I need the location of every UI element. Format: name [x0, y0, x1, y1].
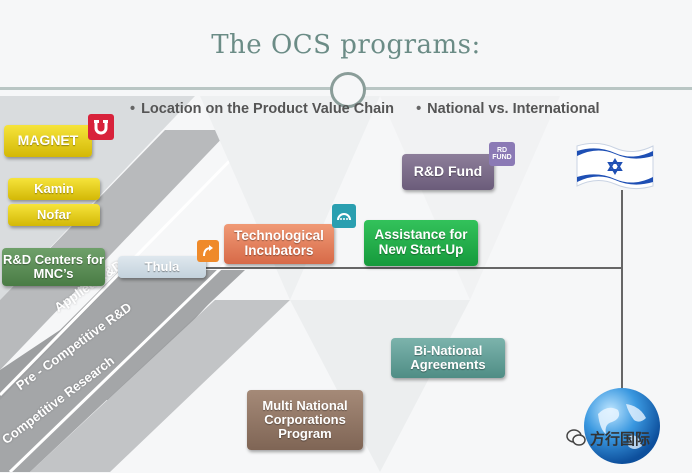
- bullet-national: National vs. International: [416, 101, 600, 117]
- nofar-box[interactable]: Nofar: [8, 204, 100, 226]
- kamin-box[interactable]: Kamin: [8, 178, 100, 200]
- incubator-icon: [332, 204, 356, 228]
- page-title: The OCS programs:: [211, 30, 481, 60]
- rd-fund-box[interactable]: R&D Fund: [402, 154, 494, 190]
- bi-national-box[interactable]: Bi-National Agreements: [391, 338, 505, 378]
- israel-flag-icon: [575, 140, 655, 194]
- competitive-band: [30, 300, 290, 472]
- magnet-box[interactable]: MAGNET: [4, 125, 92, 157]
- top-diagonal-band: [0, 130, 230, 370]
- band-separator: [8, 238, 252, 472]
- bullet-list: Location on the Product Value Chain Nati…: [130, 101, 618, 117]
- bullet-value-chain: Location on the Product Value Chain: [130, 101, 394, 117]
- assistance-startup-box[interactable]: Assistance for New Start-Up: [364, 220, 478, 266]
- technological-incubators-box[interactable]: Technological Incubators: [224, 224, 334, 264]
- bg-shape: [200, 96, 380, 300]
- multi-national-box[interactable]: Multi National Corporations Program: [247, 390, 363, 450]
- magnet-icon: [88, 114, 114, 140]
- rd-fund-badge-text: RD FUND: [492, 147, 512, 161]
- arrow-up-icon: [197, 240, 219, 262]
- watermark-text: 方行国际: [590, 431, 651, 448]
- rd-fund-icon: RD FUND: [489, 142, 515, 166]
- bg-shape: [380, 96, 560, 300]
- divider-circle: [330, 72, 366, 108]
- rd-centers-box[interactable]: R&D Centers for MNC’s: [2, 248, 105, 286]
- globe-icon: [580, 384, 664, 468]
- thula-box[interactable]: Thula: [118, 256, 206, 278]
- wechat-icon: [566, 429, 586, 447]
